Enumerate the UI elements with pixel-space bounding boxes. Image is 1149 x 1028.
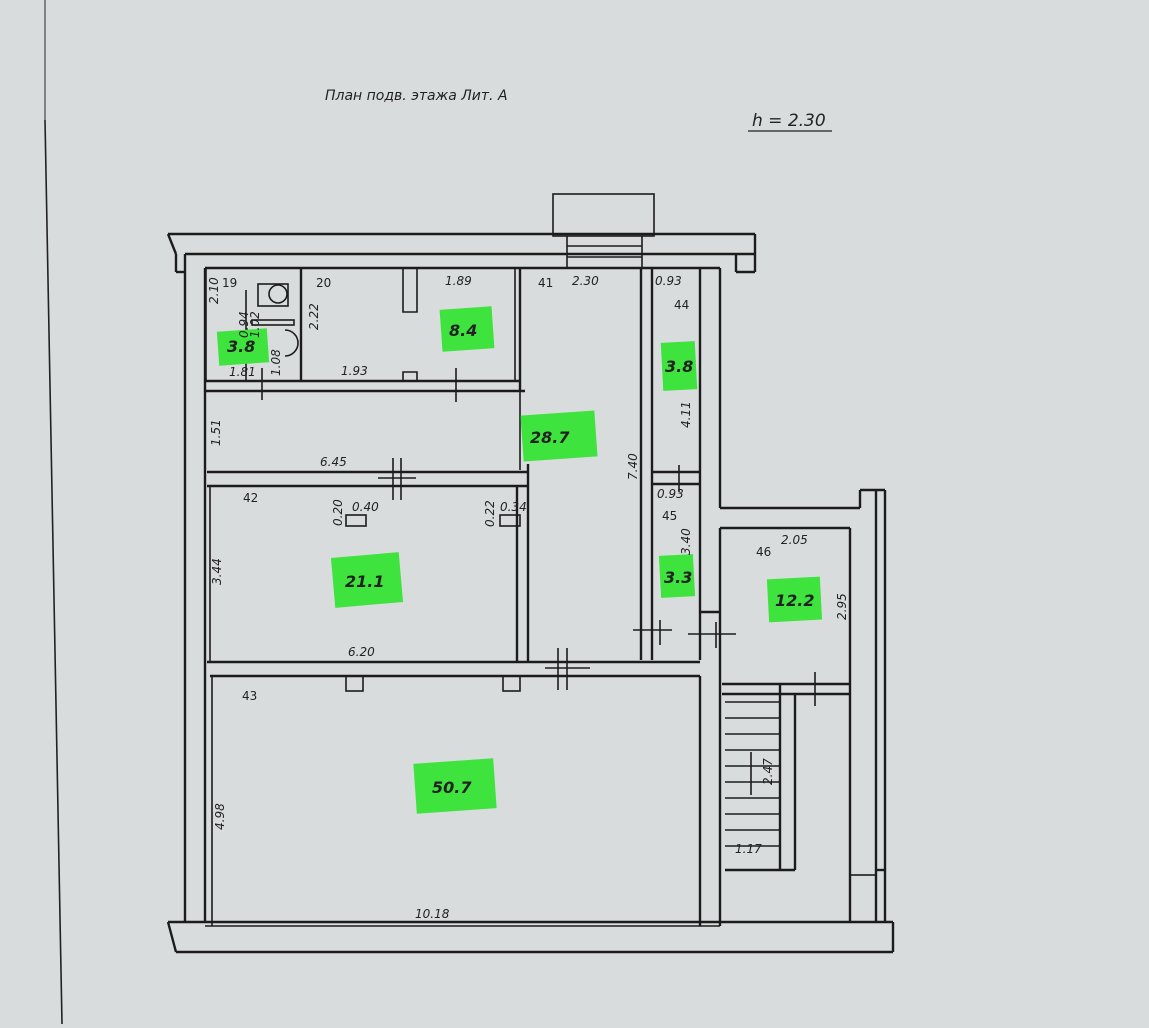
room-number-46: 46 bbox=[756, 545, 771, 559]
room-number-43: 43 bbox=[242, 689, 257, 703]
room-46-stairs bbox=[722, 672, 877, 923]
margin-line bbox=[44, 119, 63, 1025]
dim-44-height: 4.11 bbox=[679, 401, 693, 428]
dimension-labels: 1.81 2.10 0.94 1.02 1.08 2.22 1.89 1.93 … bbox=[207, 274, 849, 921]
dim-20-bottom: 1.93 bbox=[341, 364, 368, 378]
column-icon bbox=[345, 675, 364, 692]
room-area-42: 21.1 bbox=[345, 572, 384, 591]
dim-20-height: 2.22 bbox=[307, 303, 321, 330]
dim-44-width: 0.93 bbox=[655, 274, 682, 288]
room-number-44: 44 bbox=[674, 298, 689, 312]
height-label: h = 2.30 bbox=[752, 111, 826, 131]
room-area-19: 3.8 bbox=[227, 337, 255, 356]
toilet-icon bbox=[268, 284, 288, 304]
dim-45-height: 3.40 bbox=[679, 528, 693, 555]
dim-corridor-length: 6.45 bbox=[320, 455, 347, 469]
dim-41-side: 7.40 bbox=[626, 453, 640, 480]
rooms-44-45-walls bbox=[650, 268, 736, 660]
dim-20-top: 1.89 bbox=[445, 274, 472, 288]
dim-19-wc-b: 1.02 bbox=[248, 311, 262, 338]
dim-45-width: 0.93 bbox=[657, 487, 684, 501]
dim-stair-width: 1.17 bbox=[735, 842, 762, 856]
outer-walls bbox=[166, 232, 895, 954]
dim-42-vent2-b: 0.22 bbox=[483, 500, 497, 527]
dim-43-height: 4.98 bbox=[213, 803, 227, 830]
dim-42-vent2-a: 0.34 bbox=[500, 500, 527, 514]
rooms-19-20-walls bbox=[205, 267, 525, 402]
room-number-41: 41 bbox=[538, 276, 553, 290]
room-area-45: 3.3 bbox=[664, 568, 692, 587]
dim-stair-height: 2.47 bbox=[761, 758, 775, 785]
room-43-walls bbox=[211, 676, 702, 926]
plan-title: План подв. этажа Лит. А bbox=[325, 88, 508, 104]
dim-corridor-width: 1.51 bbox=[209, 419, 223, 446]
room-area-41: 28.7 bbox=[530, 428, 570, 447]
room-42-walls bbox=[207, 486, 700, 692]
room-area-44: 3.8 bbox=[665, 357, 693, 376]
dim-46-width: 2.05 bbox=[781, 533, 808, 547]
room-41-walls bbox=[207, 268, 672, 662]
stair-steps bbox=[725, 701, 780, 847]
vent-icon bbox=[499, 514, 521, 527]
dim-42-height: 3.44 bbox=[210, 558, 224, 585]
room-area-20: 8.4 bbox=[449, 321, 477, 340]
room-area-46: 12.2 bbox=[775, 591, 814, 610]
dim-41-top: 2.30 bbox=[572, 274, 599, 288]
room-area-43: 50.7 bbox=[432, 778, 472, 797]
room-number-20: 20 bbox=[316, 276, 331, 290]
dim-46-height: 2.95 bbox=[835, 593, 849, 620]
room-number-45: 45 bbox=[662, 509, 677, 523]
dim-42-vent1-b: 0.20 bbox=[331, 499, 345, 526]
dim-19-width: 1.81 bbox=[229, 365, 256, 379]
dim-19-height: 2.10 bbox=[207, 277, 221, 304]
entrance-porch bbox=[552, 193, 655, 237]
room-number-19: 19 bbox=[222, 276, 237, 290]
dim-42-vent1-a: 0.40 bbox=[352, 500, 379, 514]
dim-43-width: 10.18 bbox=[415, 907, 450, 921]
dim-19-wc-a: 0.94 bbox=[237, 311, 251, 338]
room-number-42: 42 bbox=[243, 491, 258, 505]
dim-42-width: 6.20 bbox=[348, 645, 375, 659]
sink-icon bbox=[284, 329, 299, 357]
area-highlights bbox=[216, 306, 823, 814]
vent-icon bbox=[345, 514, 367, 527]
dim-19-wc-c: 1.08 bbox=[269, 349, 283, 376]
column-icon bbox=[502, 675, 521, 692]
